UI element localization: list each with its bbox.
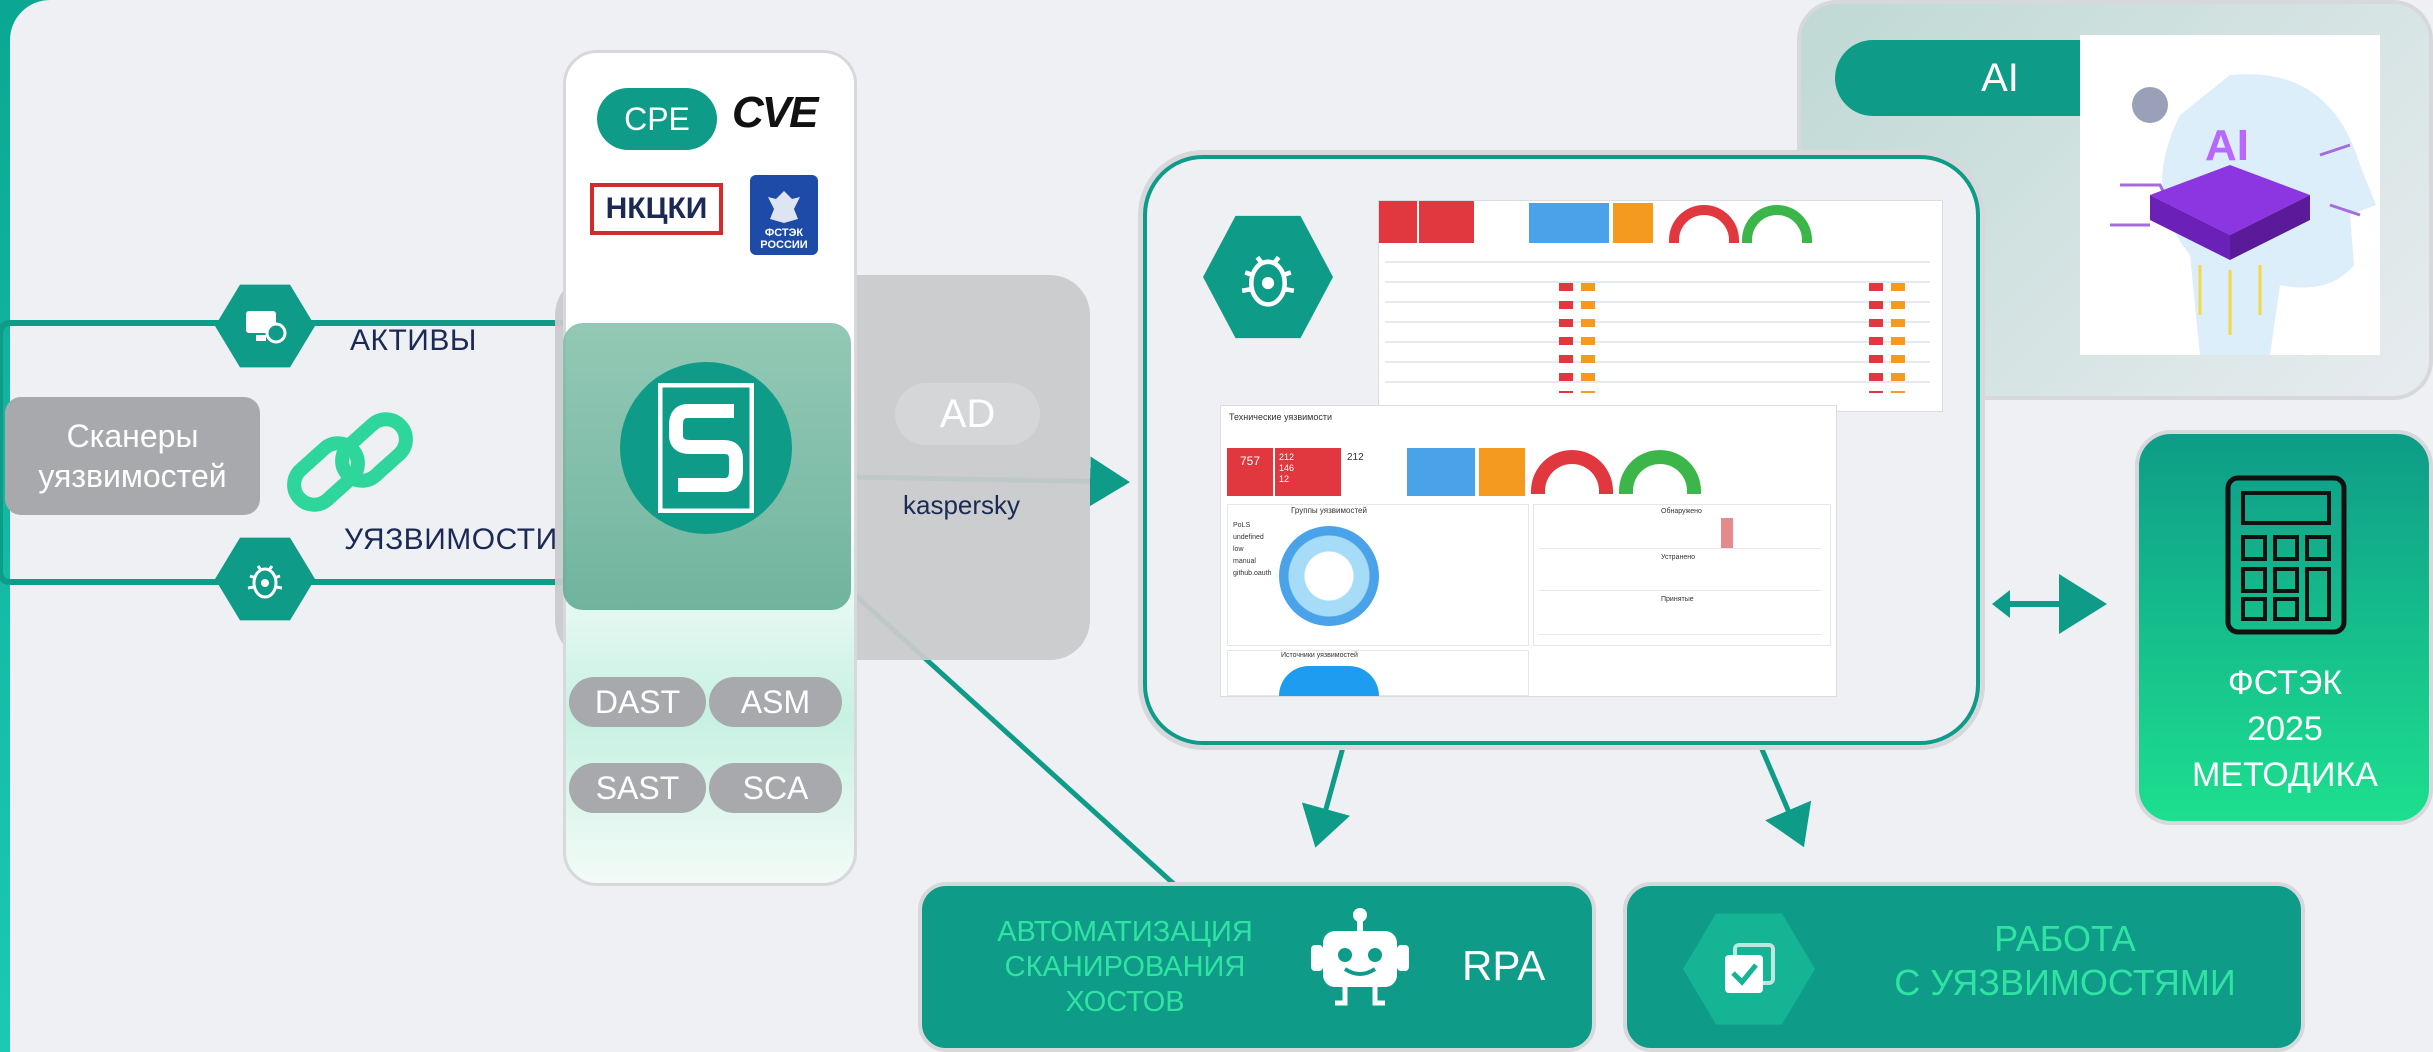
robot-icon <box>1311 908 1409 1006</box>
stat-high: 146 <box>1279 463 1295 473</box>
scanners-box: Сканеры уязвимостей <box>5 397 260 515</box>
ad-badge: AD <box>895 383 1040 445</box>
pipe-left <box>0 320 225 585</box>
stat-mid: 12 <box>1279 474 1290 484</box>
vuln-work-text: РАБОТА С УЯЗВИМОСТЯМИ <box>1894 918 2236 1003</box>
vulns-label: УЯЗВИМОСТИ <box>344 523 558 556</box>
checkbox-icon <box>1725 943 1775 993</box>
donut-groups <box>1279 526 1379 626</box>
legend-item: manual <box>1233 558 1256 565</box>
dashboard-title: Технические уязвимости <box>1229 412 1333 422</box>
double-arrow-left <box>1992 590 2010 618</box>
nkcki-logo: НКЦКИ <box>590 183 723 235</box>
fstec-card-text: ФСТЭК 2025 МЕТОДИКА <box>2140 660 2430 798</box>
bug-icon-large <box>1241 255 1295 307</box>
scanners-label: Сканеры уязвимостей <box>38 418 227 494</box>
chart-title-3: Принятые <box>1661 596 1694 603</box>
ai-head-illustration: AI <box>2110 74 2376 355</box>
fstec-logo-line2: РОССИИ <box>760 239 808 251</box>
fstec-methodology-card <box>2135 430 2433 825</box>
link-icon <box>287 412 413 512</box>
fstec-card-line2: 2025 <box>2247 710 2323 748</box>
fstec-logo-line1: ФСТЭК <box>764 227 804 239</box>
s-logo-icon <box>658 383 754 513</box>
panel-groups-title: Группы уязвимостей <box>1291 506 1367 515</box>
cve-logo: CVE <box>732 88 818 137</box>
sca-badge: SCA <box>709 763 842 813</box>
vuln-work-hex <box>1683 913 1815 1025</box>
ai-image: AI <box>2080 35 2380 355</box>
legend: PoLS undefined low manual github.oauth <box>1233 520 1272 580</box>
fstec-card-line3: МЕТОДИКА <box>2192 756 2378 794</box>
calculator-icon <box>2225 475 2347 635</box>
stat-main: 757 <box>1227 448 1273 496</box>
chart-title-2: Устранено <box>1661 554 1695 561</box>
kaspersky-label: kaspersky <box>903 490 1021 520</box>
automation-text: АВТОМАТИЗАЦИЯ СКАНИРОВАНИЯ ХОСТОВ <box>997 916 1253 1018</box>
assets-label: АКТИВЫ <box>350 324 477 357</box>
stat-breakdown: 212 146 12 <box>1275 448 1341 496</box>
core-logo-circle <box>620 362 792 534</box>
sast-badge: SAST <box>569 763 706 813</box>
stat-hosts: 212 <box>1347 452 1364 463</box>
cpe-badge: CPE <box>597 88 717 150</box>
dashboard-screenshot-back <box>1378 200 1943 412</box>
legend-item: github.oauth <box>1233 570 1272 577</box>
chart-title-1: Обнаружено <box>1661 508 1702 515</box>
arrow-dash-to-rpa <box>1301 739 1351 848</box>
fstec-logo: ФСТЭК РОССИИ <box>750 175 818 255</box>
assets-icon <box>246 311 287 344</box>
dashboard-screenshot-front: Технические уязвимости 757 212 146 12 21… <box>1220 405 1837 697</box>
legend-item: undefined <box>1233 534 1264 541</box>
arrow-dash-to-work <box>1755 739 1812 848</box>
rpa-label: RPA <box>1462 942 1546 989</box>
dast-badge: DAST <box>569 677 706 727</box>
ai-chip-text: AI <box>2205 121 2249 170</box>
legend-item: low <box>1233 546 1244 553</box>
panel-sources-title: Источники уязвимостей <box>1281 652 1358 659</box>
legend-item: PoLS <box>1233 522 1251 529</box>
vulns-hex <box>215 537 315 621</box>
fstec-card-line1: ФСТЭК <box>2227 664 2343 702</box>
stat-critical: 212 <box>1279 452 1295 462</box>
bug-icon <box>247 565 283 599</box>
accent-strip-notch <box>10 0 50 1052</box>
eagle-icon <box>768 191 800 223</box>
donut-sources <box>1279 666 1379 696</box>
asm-badge: ASM <box>709 677 842 727</box>
automation-card <box>918 882 1596 1052</box>
